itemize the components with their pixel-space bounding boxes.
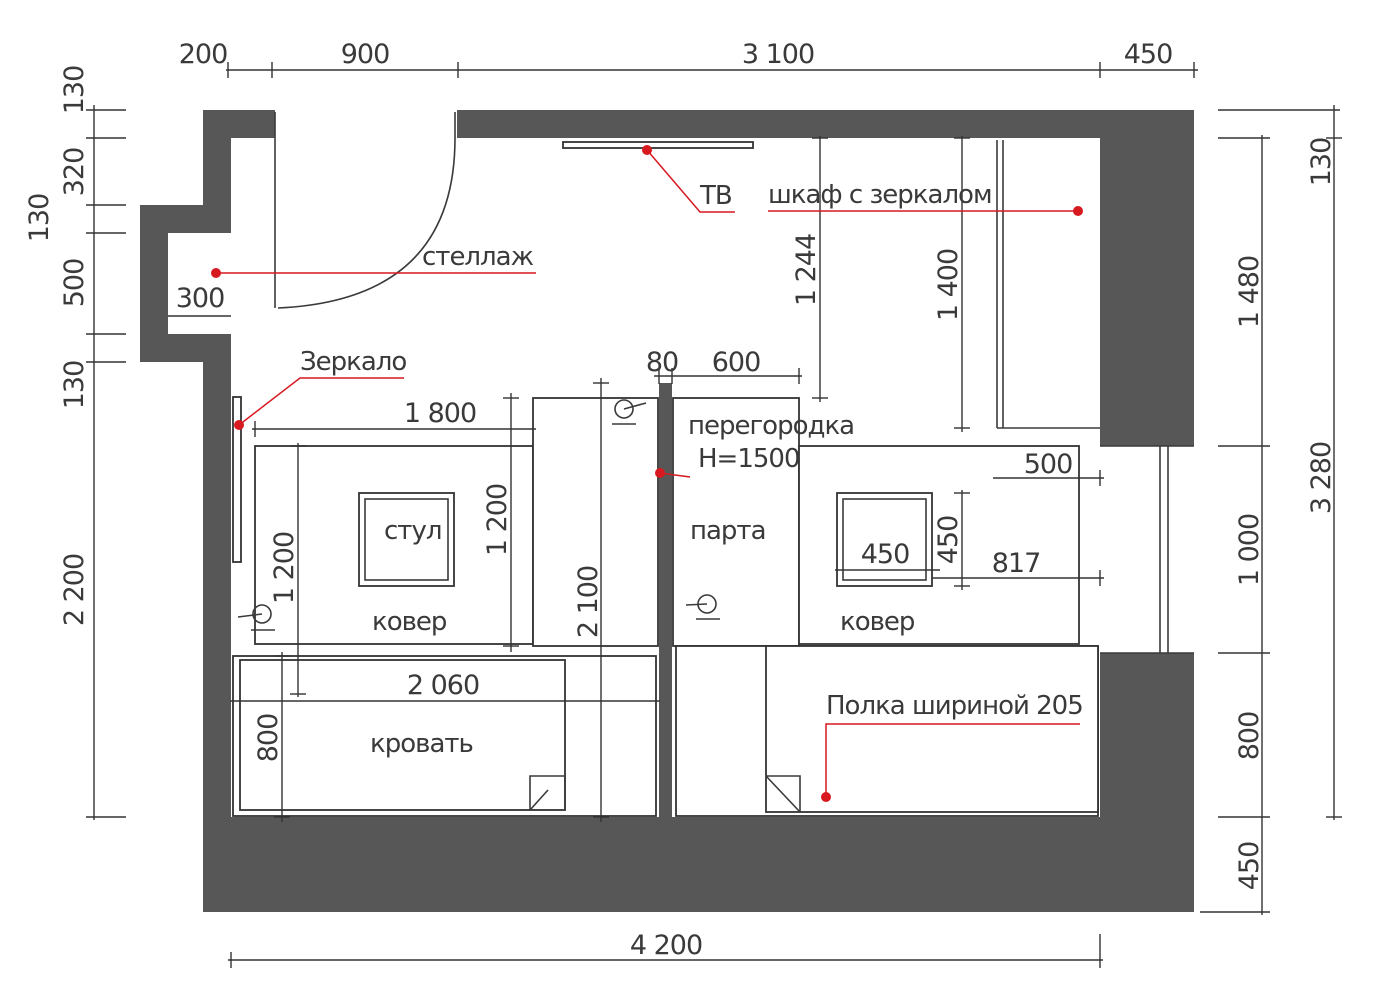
dim-top-900: 900 — [341, 39, 390, 70]
shelf — [765, 645, 1099, 813]
dim-left-2200: 2 200 — [59, 554, 90, 626]
dim-right: 130 1 480 1 000 800 450 3 280 — [1200, 105, 1342, 915]
desk-left — [532, 397, 659, 647]
dim-bottom: 4 200 — [228, 930, 1103, 968]
dim-top-200: 200 — [179, 39, 228, 70]
dim-left-130-mid: 130 — [59, 361, 90, 410]
wall-left-upper — [203, 110, 231, 210]
dim-desk-1200: 1 200 — [482, 484, 513, 556]
label-carpet-right: ковер — [840, 607, 915, 637]
dim-right-450: 450 — [1234, 842, 1265, 891]
dim-interior: 300 80 600 1 800 1 200 1 200 2 100 2 060 — [168, 136, 1104, 822]
dim-left-130-top: 130 — [59, 66, 90, 115]
door-swing — [277, 137, 456, 309]
dim-bed-1800: 1 800 — [404, 398, 476, 429]
dim-right-1000: 1 000 — [1234, 514, 1265, 586]
wall-left-lower — [203, 334, 231, 912]
label-partition-1: перегородка — [688, 411, 854, 441]
dim-left: 130 320 130 500 130 2 200 — [24, 66, 126, 820]
leader-mirror — [238, 377, 404, 426]
desk-lamp-right-icon — [685, 594, 720, 620]
label-shelf: Полка шириной 205 — [826, 691, 1083, 721]
wall-right-upper — [1100, 110, 1194, 446]
window — [1100, 445, 1194, 654]
label-mirror: Зеркало — [300, 347, 406, 377]
bed-left — [239, 659, 566, 811]
leaders — [211, 145, 1083, 802]
dim-partition-80: 80 — [646, 347, 678, 378]
dim-chair-450-d: 450 — [933, 516, 964, 565]
dim-bed-2060: 2 060 — [407, 670, 479, 701]
dim-desk-600: 600 — [712, 347, 761, 378]
partition — [659, 383, 672, 817]
label-tv: ТВ — [699, 181, 732, 211]
label-desk: парта — [690, 516, 766, 546]
dim-bottom-4200: 4 200 — [630, 930, 702, 961]
dim-left-niche-130: 130 — [24, 194, 55, 243]
dim-left-500: 500 — [59, 259, 90, 308]
leader-partition — [659, 472, 691, 478]
dim-window-500: 500 — [1024, 449, 1073, 480]
dim-carpet-1200: 1 200 — [269, 532, 300, 604]
mirror — [232, 396, 242, 563]
dim-chair-450-w: 450 — [861, 539, 910, 570]
leader-shelf — [825, 723, 1080, 797]
walls — [140, 110, 1194, 912]
dim-1244: 1 244 — [791, 234, 822, 306]
dim-top-3100: 3 100 — [742, 39, 814, 70]
dim-bed-800: 800 — [253, 714, 284, 763]
leader-tv — [646, 149, 735, 213]
label-wardrobe: шкаф с зеркалом — [768, 180, 992, 210]
label-chair: стул — [384, 516, 441, 546]
wall-top — [457, 110, 1194, 138]
label-carpet-left: ковер — [372, 607, 447, 637]
dim-top-450: 450 — [1124, 39, 1173, 70]
dim-2100: 2 100 — [573, 566, 604, 638]
dim-wardrobe-1400: 1 400 — [933, 249, 964, 321]
dim-817: 817 — [992, 548, 1041, 579]
label-partition-2: Н=1500 — [698, 444, 800, 474]
dim-right-800: 800 — [1234, 712, 1265, 761]
wall-bottom — [203, 817, 1194, 912]
dim-right-1480: 1 480 — [1234, 256, 1265, 328]
dim-niche-300: 300 — [176, 283, 225, 314]
label-shelving: стеллаж — [422, 242, 534, 272]
wall-right-lower — [1100, 653, 1194, 912]
desk-lamp-left-icon — [237, 604, 275, 631]
tv — [562, 141, 754, 149]
dim-right-130: 130 — [1306, 138, 1337, 187]
label-bed: кровать — [370, 729, 473, 759]
labels: ТВ шкаф с зеркалом стеллаж Зеркало перег… — [300, 180, 1084, 759]
chair-left — [358, 492, 455, 587]
dim-top: 200 900 3 100 450 — [179, 39, 1198, 78]
dim-left-320: 320 — [59, 148, 90, 197]
dim-right-3280: 3 280 — [1306, 442, 1337, 514]
desk-lamp-top-icon — [612, 399, 647, 425]
